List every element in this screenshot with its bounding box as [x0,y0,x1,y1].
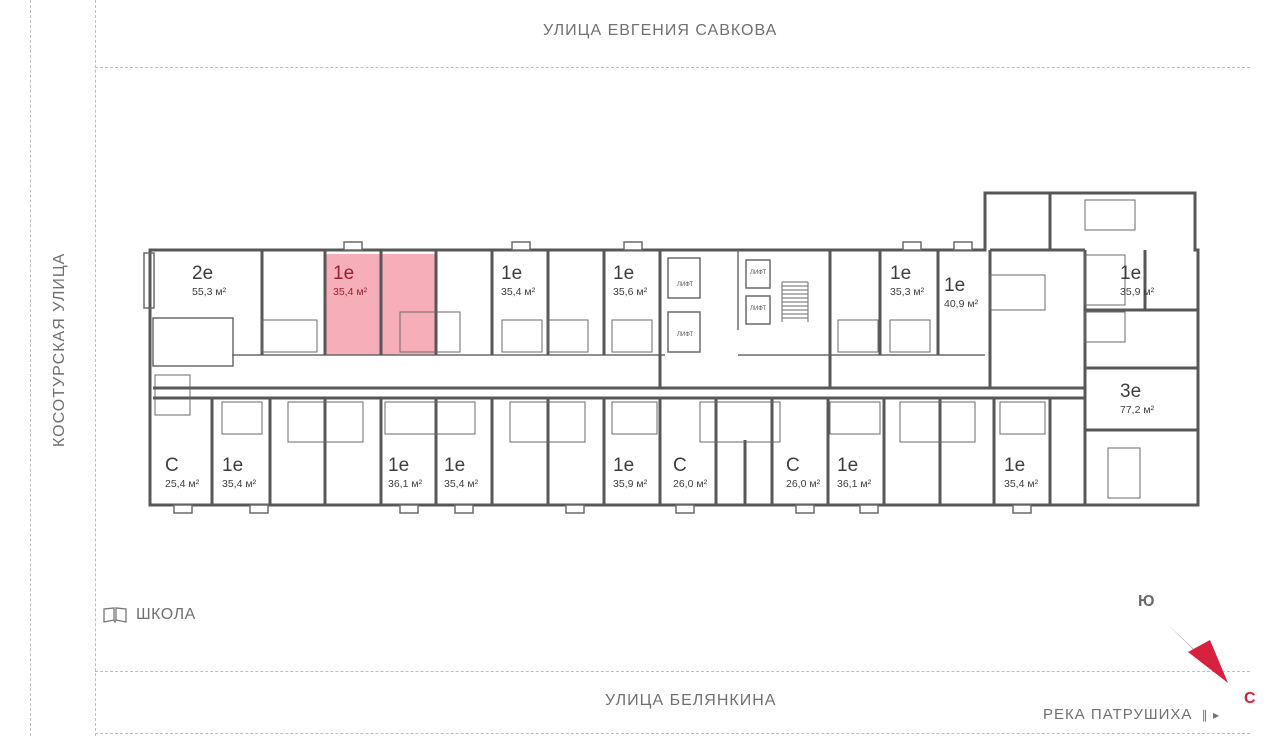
compass-south-label: Ю [1138,593,1155,610]
unit-1e-35-3[interactable]: 1е 35,3 м² [890,263,925,298]
site-line-bottom [95,671,1250,672]
school-marker: ШКОЛА [102,606,196,624]
bottom-row-partitions [210,398,1052,505]
river-arrow-icon: ∥ ▸ [1201,708,1220,722]
street-bottom-label: УЛИЦА БЕЛЯНКИНА [605,692,777,709]
entrance-bump-left [143,252,155,309]
site-line-footer [95,733,1250,734]
unit-1e-40-9[interactable]: 1е 40,9 м² [944,275,979,310]
compass-icon [1165,622,1228,683]
unit-1e-35-9[interactable]: 1е 35,9 м² [613,455,648,490]
building-outline [148,191,1200,507]
river-label: РЕКА ПАТРУШИХА ∥ ▸ [1043,706,1220,723]
unit-c-25-4[interactable]: С 25,4 м² [165,455,200,490]
lift-core [667,250,830,356]
unit-1e-35-4-e[interactable]: 1е 35,4 м² [1004,455,1039,490]
lift-label-1: ЛИФТ [677,282,694,288]
unit-1e-36-1-b[interactable]: 1е 36,1 м² [837,455,872,490]
site-line-left [95,0,96,736]
left-lobby [152,317,234,367]
unit-1e-35-4-b[interactable]: 1е 35,4 м² [501,263,536,298]
unit-1e-35-4-d[interactable]: 1е 35,4 м² [444,455,479,490]
unit-1e-35-4-selected[interactable]: 1е 35,4 м² [333,263,368,298]
balconies [173,241,1032,514]
site-line-top [95,67,1250,68]
top-bathrooms [261,199,1136,353]
bottom-bathrooms [154,374,1141,499]
lift-label-3: ЛИФТ [750,270,767,276]
unit-3e-77-2[interactable]: 3е 77,2 м² [1120,381,1155,416]
unit-c-26-0-a[interactable]: С 26,0 м² [673,455,708,490]
unit-1e-35-9-corner[interactable]: 1е 35,9 м² [1120,263,1155,298]
stairs [781,281,809,322]
lift-label-2: ЛИФТ [677,332,694,338]
unit-1e-35-4-c[interactable]: 1е 35,4 м² [222,455,257,490]
top-row-partitions [260,193,1198,505]
compass-north-label: С [1244,690,1256,707]
river-label-text: РЕКА ПАТРУШИХА [1043,706,1193,723]
unit-c-26-0-b[interactable]: С 26,0 м² [786,455,821,490]
site-line-outer-left [30,0,31,736]
unit-2e-55[interactable]: 2е 55,3 м² [192,263,227,298]
unit-1e-36-1[interactable]: 1е 36,1 м² [388,455,423,490]
book-icon [103,607,127,624]
school-label: ШКОЛА [136,606,196,623]
unit-1e-35-6[interactable]: 1е 35,6 м² [613,263,648,298]
street-top-label: УЛИЦА ЕВГЕНИЯ САВКОВА [543,22,778,39]
lift-label-4: ЛИФТ [750,306,767,312]
